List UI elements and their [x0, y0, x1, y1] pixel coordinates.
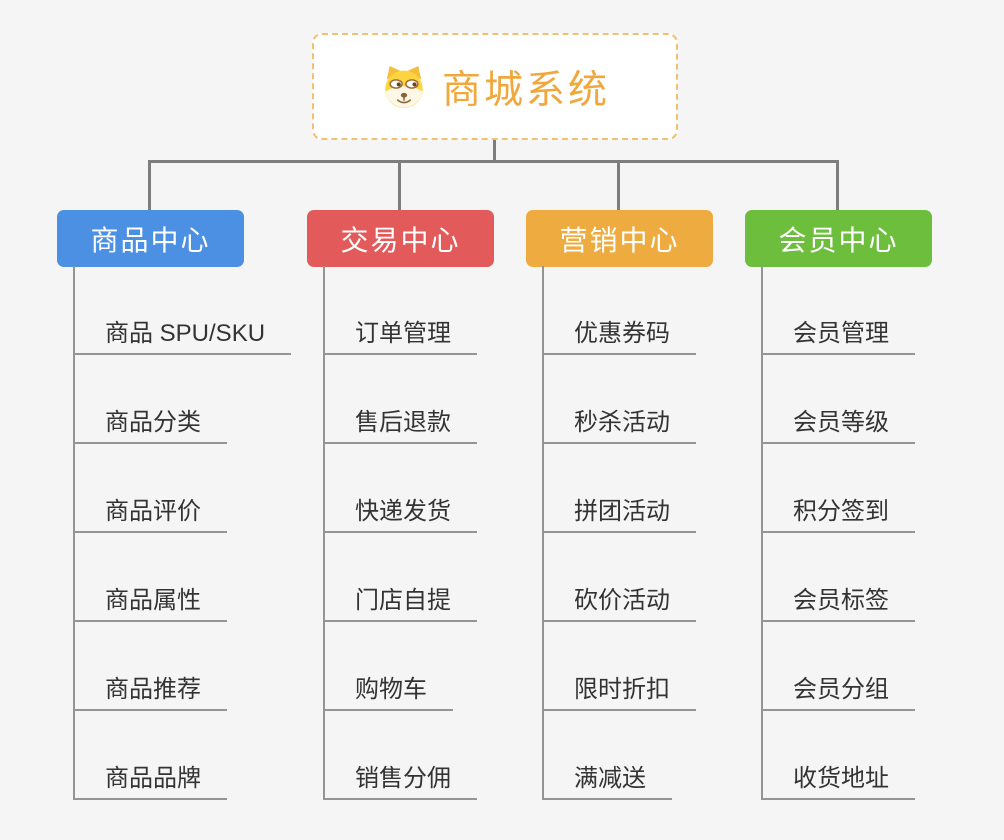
- child-item[interactable]: 满减送: [544, 711, 672, 800]
- connector-drop-member: [836, 160, 839, 211]
- child-item[interactable]: 收货地址: [763, 711, 915, 800]
- child-item[interactable]: 销售分佣: [325, 711, 477, 800]
- child-item-label: 秒杀活动: [574, 409, 670, 436]
- child-item[interactable]: 会员等级: [763, 355, 915, 444]
- branch-children-marketing: 优惠券码 秒杀活动 拼团活动 砍价活动 限时折扣 满减送: [542, 266, 696, 800]
- child-item-label: 购物车: [355, 676, 427, 703]
- child-item[interactable]: 商品分类: [75, 355, 227, 444]
- connector-horizontal-trunk: [148, 160, 839, 163]
- branch-children-member: 会员管理 会员等级 积分签到 会员标签 会员分组 收货地址: [761, 266, 915, 800]
- child-item-label: 会员等级: [793, 409, 889, 436]
- child-item-label: 快递发货: [355, 498, 451, 525]
- branch-label-trade: 交易中心: [340, 224, 461, 256]
- child-item[interactable]: 会员管理: [763, 266, 915, 355]
- child-item[interactable]: 限时折扣: [544, 622, 696, 711]
- child-item-label: 收货地址: [793, 765, 889, 792]
- connector-drop-trade: [398, 160, 401, 211]
- branch-label-marketing: 营销中心: [559, 224, 680, 256]
- child-item[interactable]: 积分签到: [763, 444, 915, 533]
- child-item[interactable]: 快递发货: [325, 444, 477, 533]
- branch-node-member[interactable]: 会员中心: [745, 210, 932, 267]
- child-item[interactable]: 拼团活动: [544, 444, 696, 533]
- child-item-label: 会员标签: [793, 587, 889, 614]
- child-item[interactable]: 商品推荐: [75, 622, 227, 711]
- child-item[interactable]: 门店自提: [325, 533, 477, 622]
- child-item[interactable]: 秒杀活动: [544, 355, 696, 444]
- child-item[interactable]: 会员标签: [763, 533, 915, 622]
- child-item-label: 积分签到: [793, 498, 889, 525]
- branch-children-product: 商品 SPU/SKU 商品分类 商品评价 商品属性 商品推荐 商品品牌: [73, 266, 292, 800]
- connector-root-drop: [493, 139, 496, 162]
- branch-label-product: 商品中心: [90, 224, 211, 256]
- child-item[interactable]: 优惠券码: [544, 266, 696, 355]
- root-title: 商城系统: [441, 68, 610, 112]
- child-item-label: 售后退款: [355, 409, 451, 436]
- child-item-label: 会员分组: [793, 676, 889, 703]
- doge-icon: [385, 65, 423, 108]
- child-item-label: 商品属性: [105, 587, 201, 614]
- child-item[interactable]: 会员分组: [763, 622, 915, 711]
- child-item[interactable]: 砍价活动: [544, 533, 696, 622]
- root-node[interactable]: 商城系统: [312, 33, 678, 140]
- branch-node-product[interactable]: 商品中心: [57, 210, 244, 267]
- connector-drop-marketing: [617, 160, 620, 211]
- branch-children-trade: 订单管理 售后退款 快递发货 门店自提 购物车 销售分佣: [323, 266, 477, 800]
- child-item-label: 订单管理: [355, 320, 451, 347]
- child-item-label: 商品评价: [105, 498, 201, 525]
- child-item-label: 门店自提: [355, 587, 451, 614]
- branch-node-trade[interactable]: 交易中心: [307, 210, 494, 267]
- child-item-label: 商品 SPU/SKU: [105, 320, 266, 347]
- branch-node-marketing[interactable]: 营销中心: [526, 210, 713, 267]
- child-item-label: 商品推荐: [105, 676, 201, 703]
- child-item[interactable]: 售后退款: [325, 355, 477, 444]
- child-item[interactable]: 商品品牌: [75, 711, 227, 800]
- child-item-label: 商品品牌: [105, 765, 201, 792]
- child-item-label: 限时折扣: [574, 676, 670, 703]
- child-item[interactable]: 购物车: [325, 622, 453, 711]
- child-item-label: 满减送: [574, 765, 646, 792]
- child-item[interactable]: 商品属性: [75, 533, 227, 622]
- child-item[interactable]: 商品评价: [75, 444, 227, 533]
- child-item-label: 砍价活动: [574, 587, 670, 614]
- connector-drop-product: [148, 160, 151, 211]
- child-item-label: 优惠券码: [574, 320, 670, 347]
- branch-label-member: 会员中心: [778, 224, 899, 256]
- child-item[interactable]: 商品 SPU/SKU: [75, 266, 292, 355]
- child-item[interactable]: 订单管理: [325, 266, 477, 355]
- child-item-label: 拼团活动: [574, 498, 670, 525]
- child-item-label: 会员管理: [793, 320, 889, 347]
- child-item-label: 销售分佣: [355, 765, 451, 792]
- child-item-label: 商品分类: [105, 409, 201, 436]
